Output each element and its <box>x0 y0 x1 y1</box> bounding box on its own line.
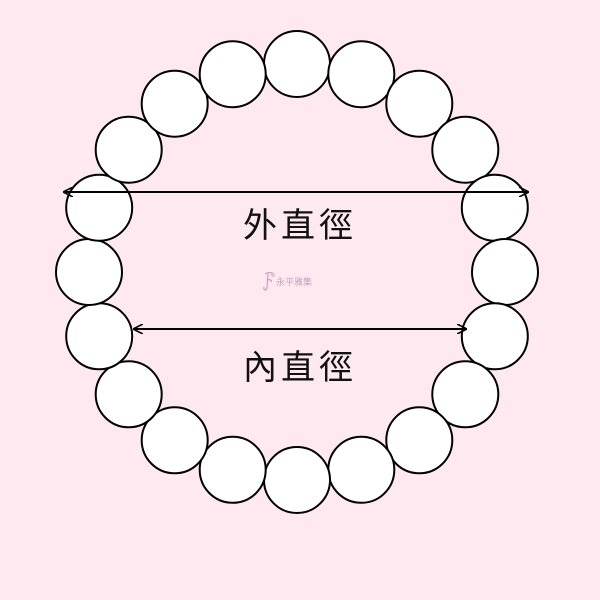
outer-diameter-label: 外直徑 <box>243 206 357 246</box>
bead <box>431 360 500 429</box>
bead <box>140 406 209 475</box>
inner-diameter-label: 內直徑 <box>243 348 357 388</box>
bead <box>385 406 454 475</box>
bead <box>471 238 539 306</box>
bead <box>198 40 267 109</box>
bead <box>431 115 500 184</box>
bead <box>460 302 529 371</box>
bead <box>263 446 331 514</box>
bead <box>327 40 396 109</box>
bead <box>94 115 163 184</box>
bead <box>55 238 123 306</box>
bead <box>263 30 331 98</box>
bead <box>327 435 396 504</box>
bead <box>198 435 267 504</box>
bead <box>94 360 163 429</box>
watermark-logo: 永平雅集 <box>262 270 342 294</box>
bead <box>140 69 209 138</box>
watermark-text: 永平雅集 <box>276 278 313 288</box>
bead <box>385 69 454 138</box>
watermark-monogram-icon <box>263 271 275 291</box>
